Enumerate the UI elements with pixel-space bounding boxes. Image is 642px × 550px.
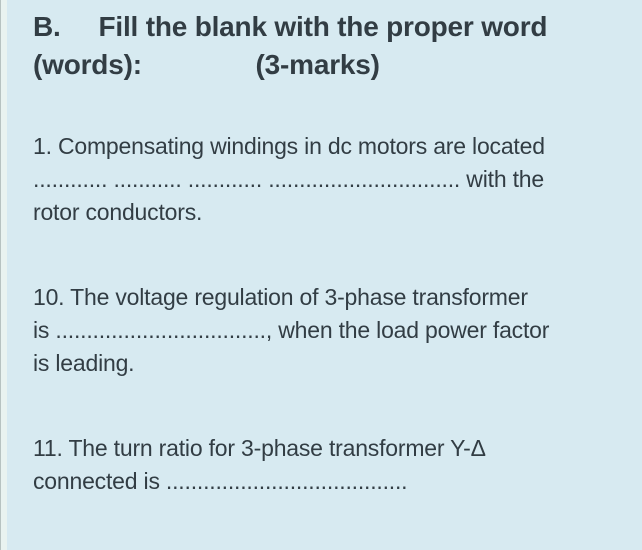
- fill-in-the-blank-section: B. Fill the blank with the proper word (…: [33, 11, 550, 494]
- section-b-heading: B. Fill the blank with the proper word (…: [33, 11, 548, 80]
- question-10: 10. The voltage regulation of 3-phase tr…: [33, 284, 550, 376]
- question-11: 11. The turn ratio for 3-phase transform…: [33, 435, 486, 494]
- question-1: 1. Compensating windings in dc motors ar…: [33, 133, 545, 225]
- page-left-edge-strip: [0, 0, 7, 550]
